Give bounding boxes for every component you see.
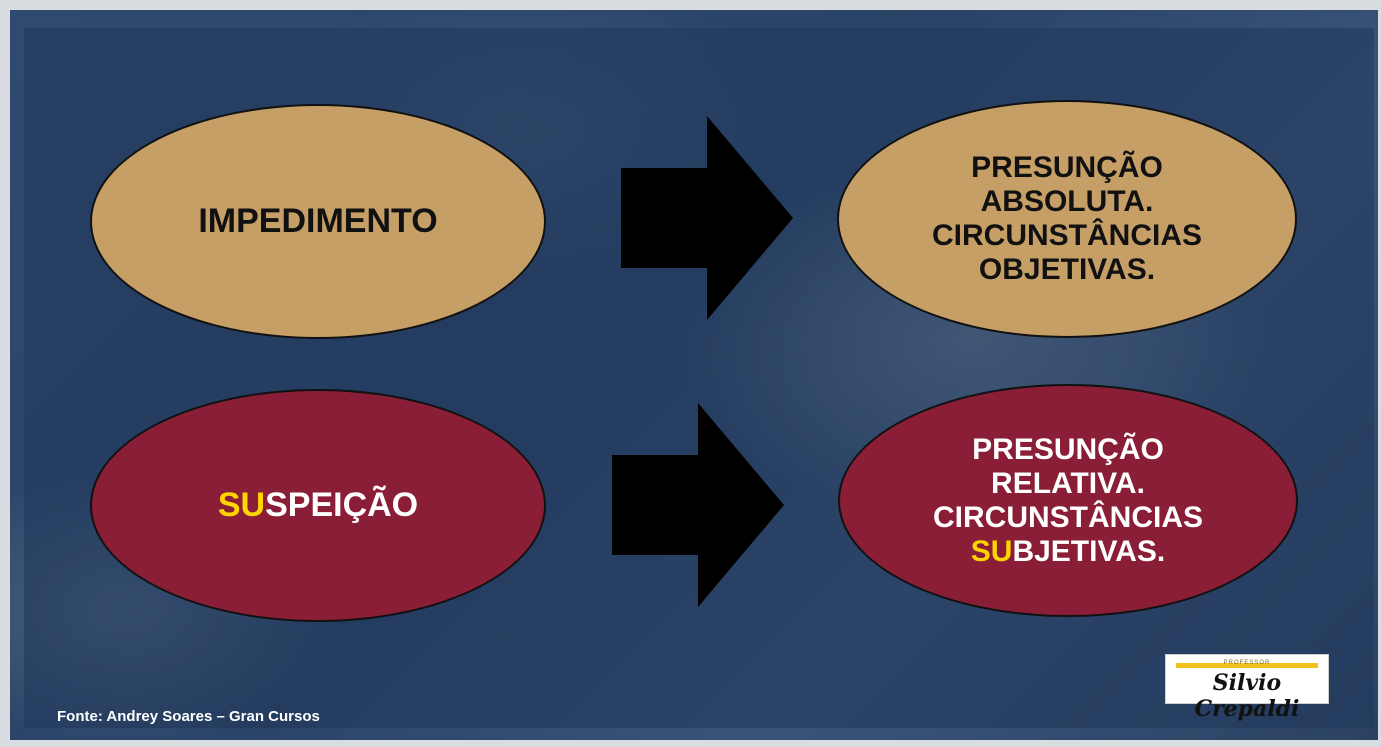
suspeicao-ellipse: SUSPEIÇÃO xyxy=(90,389,546,622)
right-top-line-4: OBJETIVAS. xyxy=(978,253,1156,286)
right-top-line-2: ABSOLUTA. xyxy=(980,185,1154,218)
right-bottom-line-1: PRESUNÇÃO xyxy=(972,432,1164,466)
subjetivas-highlight: SU xyxy=(970,534,1013,568)
suspeicao-highlight: SU xyxy=(217,486,266,524)
presuncao-relativa-ellipse: PRESUNÇÃO RELATIVA. CIRCUNSTÂNCIAS SUBJE… xyxy=(838,384,1298,617)
presuncao-absoluta-ellipse: PRESUNÇÃO ABSOLUTA. CIRCUNSTÂNCIAS OBJET… xyxy=(837,100,1297,338)
source-caption: Fonte: Andrey Soares – Gran Cursos xyxy=(57,708,320,725)
right-top-line-1: PRESUNÇÃO xyxy=(971,151,1163,184)
impedimento-ellipse: IMPEDIMENTO xyxy=(90,104,546,339)
subjetivas-rest: BJETIVAS. xyxy=(1012,534,1166,568)
right-top-line-3: CIRCUNSTÂNCIAS xyxy=(932,219,1202,252)
right-bottom-line-3: CIRCUNSTÂNCIAS xyxy=(933,500,1203,534)
arrow-right-bottom-icon xyxy=(612,403,784,607)
right-bottom-line-4: SUBJETIVAS. xyxy=(933,535,1203,569)
professor-logo: PROFESSOR Silvio Crepaldi xyxy=(1165,654,1329,722)
logo-bar xyxy=(1176,663,1318,668)
logo-name: Silvio Crepaldi xyxy=(1194,670,1300,722)
suspeicao-rest: SPEIÇÃO xyxy=(265,486,419,524)
impedimento-label: IMPEDIMENTO xyxy=(198,202,438,240)
arrow-right-top-icon xyxy=(621,116,793,320)
logo-small-text: PROFESSOR xyxy=(1223,660,1271,666)
suspeicao-label: SUSPEIÇÃO xyxy=(218,486,418,525)
right-bottom-line-2: RELATIVA. xyxy=(991,466,1145,500)
